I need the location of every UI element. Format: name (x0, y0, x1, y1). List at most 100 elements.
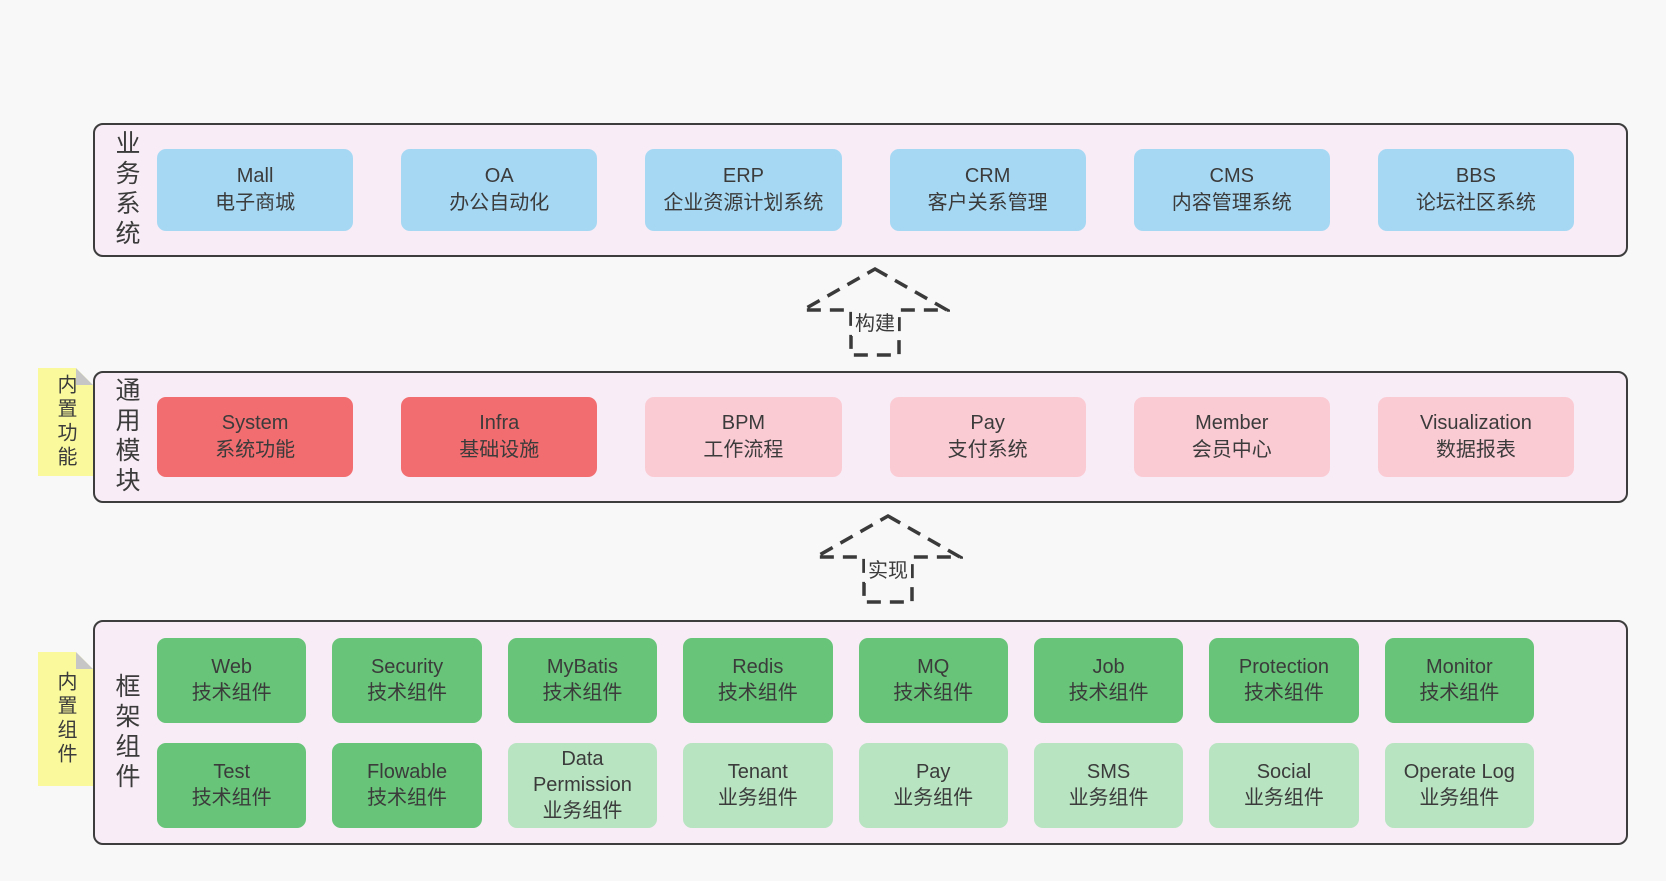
box-security: Security 技术组件 (332, 637, 482, 723)
layer-label-framework-components: 框架组件 (112, 672, 140, 793)
build-arrow: 构建 (800, 266, 950, 358)
box-mybatis: MyBatis 技术组件 (507, 637, 658, 723)
box-subtitle: 技术组件 (191, 682, 272, 704)
box-title: CRM (964, 165, 1011, 187)
box-title: Visualization (1419, 412, 1532, 434)
box-subtitle: 系统功能 (215, 439, 296, 461)
box-title: Web (211, 656, 253, 678)
box-subtitle: 技术组件 (717, 682, 798, 704)
box-infra: Infra 基础设施 (401, 397, 598, 477)
box-title: Pay (915, 761, 951, 783)
box-mq: MQ 技术组件 (858, 637, 1008, 723)
box-subtitle: 业务组件 (542, 800, 623, 822)
box-subtitle: 技术组件 (367, 682, 448, 704)
implement-arrow: 实现 (813, 513, 963, 605)
box-title: System (221, 412, 289, 434)
box-subtitle: 企业资源计划系统 (663, 192, 824, 214)
up-arrow-dashed-icon (800, 266, 950, 357)
folded-corner-icon (76, 652, 93, 669)
box-title: MQ (917, 656, 950, 678)
note-built-in-components: 内置组件 (38, 652, 93, 786)
box-flowable: Flowable 技术组件 (332, 742, 482, 828)
box-subtitle: 工作流程 (703, 439, 784, 461)
box-title: Pay (970, 412, 1005, 434)
box-subtitle: 技术组件 (1068, 682, 1149, 704)
up-arrow-dashed-icon (813, 513, 963, 604)
box-subtitle: 内容管理系统 (1171, 192, 1292, 214)
box-title: Operate Log (1403, 761, 1515, 783)
components-rows: Web 技术组件 Security 技术组件 MyBatis 技术组件 Redi… (157, 637, 1626, 828)
box-title: Flowable (367, 761, 448, 783)
box-crm: CRM 客户关系管理 (889, 149, 1086, 231)
build-arrow-label: 构建 (852, 307, 898, 336)
note-text: 内置组件 (54, 671, 76, 767)
box-title: Infra (479, 412, 520, 434)
box-subtitle: 技术组件 (893, 682, 974, 704)
layer-framework-components: 框架组件 Web 技术组件 Security 技术组件 MyBatis 技术组件… (93, 620, 1628, 845)
box-subtitle: 基础设施 (459, 439, 540, 461)
box-test: Test 技术组件 (157, 742, 307, 828)
box-title: SMS (1086, 761, 1131, 783)
box-sms: SMS 业务组件 (1033, 742, 1184, 828)
box-protection: Protection 技术组件 (1209, 637, 1359, 723)
business-boxes-row: Mall 电子商城 OA 办公自动化 ERP 企业资源计划系统 CRM 客户关系… (157, 149, 1626, 231)
box-title: Monitor (1425, 656, 1493, 678)
box-subtitle: 电子商城 (215, 192, 296, 214)
note-built-in-features: 内置功能 (38, 368, 93, 476)
implement-arrow-label: 实现 (865, 554, 911, 583)
layer-label-common-modules: 通用模块 (112, 377, 140, 497)
box-subtitle: 数据报表 (1435, 439, 1516, 461)
box-subtitle: 支付系统 (947, 439, 1028, 461)
box-title: Job (1092, 656, 1125, 678)
box-bbs: BBS 论坛社区系统 (1377, 149, 1575, 231)
box-subtitle: 客户关系管理 (927, 192, 1048, 214)
box-operate-log: Operate Log 业务组件 (1384, 742, 1534, 828)
box-member: Member 会员中心 (1133, 397, 1330, 477)
box-cms: CMS 内容管理系统 (1133, 149, 1330, 231)
box-subtitle: 会员中心 (1191, 439, 1272, 461)
box-subtitle: 业务组件 (1243, 787, 1324, 809)
box-subtitle: 业务组件 (717, 787, 798, 809)
box-social: Social 业务组件 (1209, 742, 1359, 828)
box-title: Tenant (727, 761, 788, 783)
box-subtitle: 技术组件 (367, 787, 448, 809)
box-subtitle: 技术组件 (191, 787, 272, 809)
box-title: MyBatis (546, 656, 618, 678)
modules-boxes-row: System 系统功能 Infra 基础设施 BPM 工作流程 Pay 支付系统… (157, 397, 1626, 477)
box-title: ERP (722, 165, 764, 187)
box-title: OA (484, 165, 514, 187)
box-title: Protection (1238, 656, 1329, 678)
box-job: Job 技术组件 (1033, 637, 1184, 723)
components-row-1: Web 技术组件 Security 技术组件 MyBatis 技术组件 Redi… (157, 637, 1534, 723)
box-title: Redis (732, 656, 784, 678)
box-web: Web 技术组件 (157, 637, 307, 723)
layer-business-systems: 业务系统 Mall 电子商城 OA 办公自动化 ERP 企业资源计划系统 CRM… (93, 123, 1628, 257)
box-title: Mall (236, 165, 274, 187)
components-row-2: Test 技术组件 Flowable 技术组件 Data Permission … (157, 742, 1534, 828)
box-title: Data Permission (532, 748, 632, 796)
box-data-permission: Data Permission 业务组件 (507, 742, 658, 828)
box-monitor: Monitor 技术组件 (1384, 637, 1534, 723)
box-title: BPM (721, 412, 766, 434)
layer-common-modules: 通用模块 System 系统功能 Infra 基础设施 BPM 工作流程 Pay… (93, 371, 1628, 503)
layer-label-business-systems: 业务系统 (112, 130, 140, 250)
folded-corner-icon (76, 368, 93, 385)
box-erp: ERP 企业资源计划系统 (645, 149, 842, 231)
box-title: Member (1195, 412, 1269, 434)
box-pay-biz: Pay 业务组件 (858, 742, 1008, 828)
box-oa: OA 办公自动化 (401, 149, 598, 231)
box-subtitle: 技术组件 (542, 682, 623, 704)
box-tenant: Tenant 业务组件 (683, 742, 833, 828)
box-mall: Mall 电子商城 (157, 149, 354, 231)
note-text: 内置功能 (54, 374, 76, 470)
box-subtitle: 业务组件 (1068, 787, 1149, 809)
box-title: Security (370, 656, 444, 678)
box-visualization: Visualization 数据报表 (1377, 397, 1575, 477)
box-title: CMS (1209, 165, 1254, 187)
box-pay: Pay 支付系统 (889, 397, 1086, 477)
box-redis: Redis 技术组件 (683, 637, 833, 723)
box-system: System 系统功能 (157, 397, 354, 477)
box-bpm: BPM 工作流程 (645, 397, 842, 477)
box-title: Social (1256, 761, 1312, 783)
